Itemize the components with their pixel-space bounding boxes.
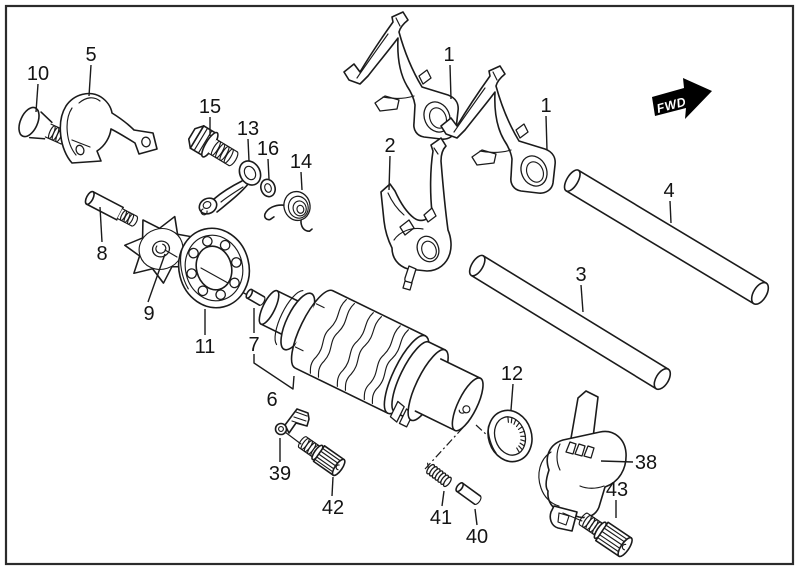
part-40-pin [455,482,482,505]
leader-line-42 [331,476,334,497]
part-41-spring [426,462,452,488]
leader-line-14 [300,171,303,191]
callout-13: 13 [237,118,259,140]
leader-line-4 [669,200,672,224]
callout-1: 1 [443,44,454,66]
part-39-stopper-clip [274,408,310,448]
leader-line-2 [388,155,391,191]
leader-line-16 [267,158,270,180]
part-8-pin [84,190,139,227]
part-12-needle-bearing [487,409,533,463]
fwd-direction-arrow: FWD [652,78,712,119]
callout-6: 6 [266,389,277,411]
callout-15: 15 [199,96,221,118]
part-42-stopper-bolt [297,436,346,477]
leader-line-9 [147,253,166,303]
callout-40: 40 [466,526,488,548]
leader-line-1 [449,64,452,100]
part-16-washer [260,178,276,198]
callout-4: 4 [663,180,674,202]
part-6-gearshift-cam-drum [258,289,484,432]
part-1-shift-fork-a [343,11,459,140]
part-13-stopper-link [198,160,262,216]
callout-7: 7 [248,334,259,356]
part-15-bolt [187,125,239,167]
callout-16: 16 [257,138,279,160]
leader-line-8 [99,206,103,243]
leader-line-12 [510,383,514,411]
callout-3: 3 [575,264,586,286]
leader-line-3 [580,284,584,313]
diagram-border [4,4,795,566]
callout-2: 2 [384,135,395,157]
callout-43: 43 [606,479,628,501]
part-38-gear-position-switch [538,390,627,532]
callout-1: 1 [540,95,551,117]
part-14-return-spring [263,190,313,233]
leader-line-10 [35,83,39,113]
leader-line-6 [253,354,295,390]
part-4-fork-shaft-upper [563,169,770,305]
part-5-cam-guide [59,92,158,164]
leader-line-5 [88,64,92,97]
part-3-fork-shaft-lower [468,254,672,391]
callout-8: 8 [96,243,107,265]
leader-line-13 [247,138,250,162]
part-7-pin [245,288,266,306]
callout-5: 5 [85,44,96,66]
fwd-arrow-shape [652,78,712,119]
leader-line-40 [474,508,478,526]
leader-line-41 [441,490,445,507]
part-1-shift-fork-b [440,65,556,194]
callout-41: 41 [430,507,452,529]
callout-10: 10 [27,63,49,85]
callout-9: 9 [143,303,154,325]
leader-line-1 [545,115,548,151]
part-43-switch-bolt [578,512,633,558]
callout-38: 38 [635,452,657,474]
callout-42: 42 [322,497,344,519]
part-11-ball-bearing [177,227,251,309]
callout-39: 39 [269,463,291,485]
callout-11: 11 [195,336,216,358]
callout-12: 12 [501,363,523,385]
part-2-shift-fork [380,137,452,291]
leader-line-38 [600,460,634,463]
callout-14: 14 [290,151,312,173]
